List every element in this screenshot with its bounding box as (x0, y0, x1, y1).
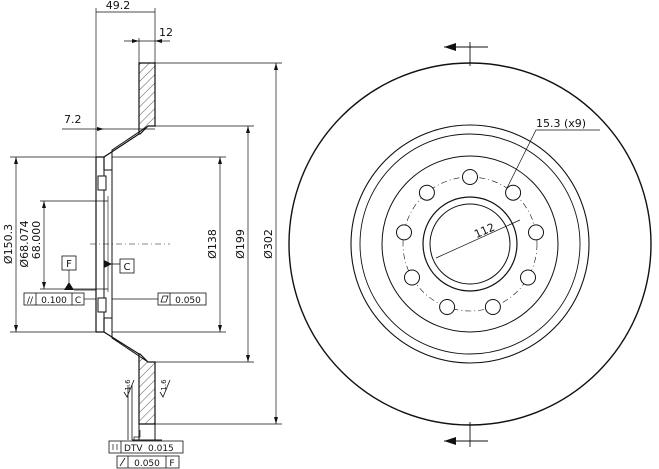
dim-disc-thickness: 12 (124, 26, 173, 63)
dim-dia-199: Ø199 (155, 125, 254, 363)
center-bore-outer (422, 196, 518, 292)
dim-dia-68b-text: 68.000 (30, 221, 43, 260)
tol-dtv-value: 0.015 (148, 444, 174, 454)
bolt-hole (462, 169, 478, 185)
bolt-hole (528, 224, 544, 241)
dim-disc-thickness-text: 12 (159, 26, 173, 39)
tol-parallelism-datum: C (75, 296, 81, 306)
tol-runout-value: 0.050 (134, 459, 160, 469)
surface-finish-icon-2 (159, 379, 171, 398)
bolt-hole (505, 184, 522, 201)
tol-runout-datum: F (169, 459, 174, 469)
datum-c: C (119, 258, 135, 274)
bolt-hole (439, 299, 456, 315)
tol-runout-symbol-icon (119, 457, 126, 467)
bolt-holes (396, 169, 544, 315)
tol-parallelism: // 0.100 C (23, 292, 96, 306)
dim-dia-138: Ø138 (112, 156, 226, 333)
tol-parallelism-symbol-icon: // (27, 296, 34, 306)
dim-dia-68: Ø68.074 68.000 (18, 200, 108, 290)
dim-bolt-holes-text: 15.3 (x9) (536, 117, 586, 130)
tol-flatness: 0.050 (112, 292, 207, 306)
section-view (90, 62, 170, 441)
surface-finish-marks: 1.6 1.6 (123, 379, 171, 398)
bolt-hole (404, 269, 420, 286)
disc-section-lower (138, 353, 156, 425)
datum-f: F (61, 255, 96, 291)
center-bore-inner (429, 203, 511, 285)
disc-section-upper (138, 62, 156, 135)
dim-dia-138-text: Ø138 (206, 229, 219, 259)
bolt-hole (418, 184, 435, 201)
tol-flatness-symbol-icon (160, 295, 169, 303)
bolt-hole (520, 269, 536, 286)
dim-dia-302: Ø302 (155, 62, 282, 425)
surface-finish-icon (123, 379, 135, 398)
bolt-hole (484, 299, 501, 315)
dim-dia-68a-text: Ø68.074 (18, 220, 31, 267)
bolt-hole (396, 224, 412, 241)
dim-hat-offset-text: 7.2 (64, 113, 82, 126)
dim-hat-offset: 7.2 (62, 113, 155, 131)
datum-c-label: C (124, 262, 131, 273)
outer-circle (288, 62, 652, 426)
dim-dia-150-text: Ø150.3 (2, 224, 15, 264)
dim-dia-199-text: Ø199 (234, 229, 247, 259)
dim-dia-302-text: Ø302 (262, 229, 275, 259)
dim-overall-height-text: 49.2 (106, 0, 131, 12)
friction-ring-inner (350, 124, 590, 364)
surface-finish-value-right: 1.6 (160, 379, 168, 391)
tol-parallelism-value: 0.100 (41, 296, 67, 306)
bolt-circle-outer (381, 155, 559, 333)
tol-flatness-value: 0.050 (175, 296, 201, 306)
dim-overall-height: 49.2 (95, 0, 156, 157)
front-view: 112 15.3 (x9) (288, 42, 652, 447)
tol-runout: 0.050 F (116, 455, 180, 469)
surface-finish-value-left: 1.6 (124, 379, 132, 391)
dim-dia-150: Ø150.3 (2, 156, 96, 333)
dim-pcd-text: 112 (472, 221, 496, 241)
tol-dtv-label: DTV (124, 444, 143, 454)
datum-f-label: F (66, 259, 72, 270)
hat-outer (359, 133, 581, 355)
tol-dtv: DTV 0.015 (108, 430, 184, 454)
